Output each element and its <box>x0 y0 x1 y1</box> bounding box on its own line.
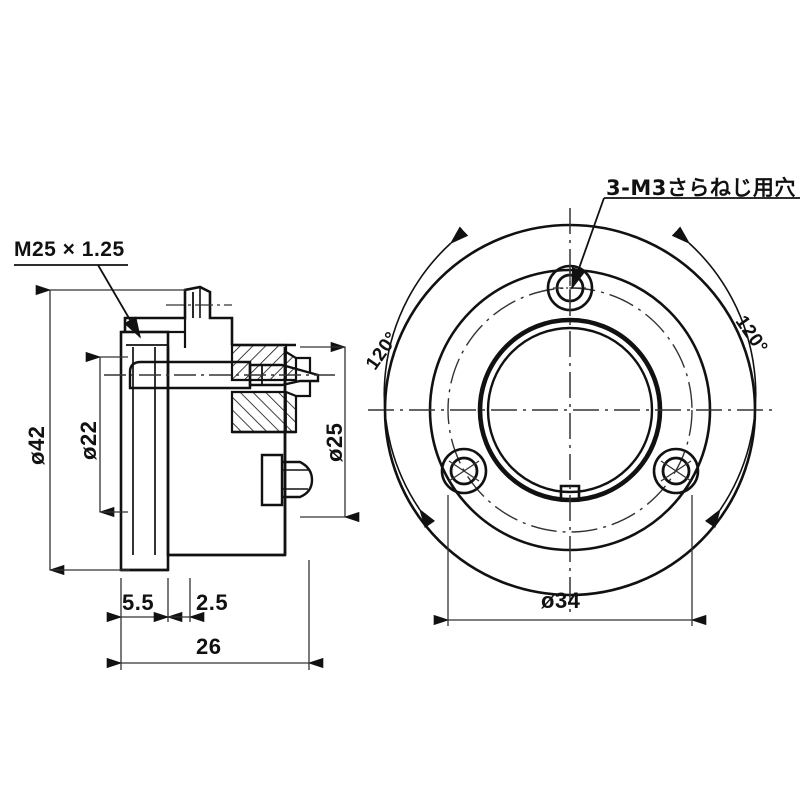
screw-hole-note-label: 3-M3さらねじ用穴 <box>606 176 796 200</box>
dim-label-bolt-circle: ø34 <box>541 588 581 613</box>
dim-label-thread-diameter: ø25 <box>322 422 347 462</box>
thread-spec-label: M25 × 1.25 <box>14 238 125 261</box>
dim-label-step-b: 2.5 <box>196 590 229 615</box>
hatch-lower-step <box>296 382 312 398</box>
hatch-upper-step <box>296 356 312 372</box>
angle-arc-right <box>671 226 757 529</box>
screw-hole-lower-left <box>440 447 488 495</box>
cross-section-view-geometry <box>119 285 320 572</box>
dimension-lines-section <box>35 284 360 670</box>
dimension-lines-front <box>433 495 707 626</box>
leader-thread-spec <box>14 264 141 339</box>
lower-key-tip <box>282 460 314 499</box>
section-hatch-lower <box>230 390 298 434</box>
flange-plate-outline <box>119 330 170 572</box>
screw-hole-lower-right <box>652 447 700 495</box>
dim-label-inner-diameter: ø22 <box>76 420 101 460</box>
leader-screw-note <box>571 197 800 290</box>
dim-label-step-a: 5.5 <box>122 590 155 615</box>
angle-arc-left <box>383 226 469 529</box>
bore-inner-circle <box>486 326 654 494</box>
lower-key-block <box>260 453 284 507</box>
dim-label-outer-diameter: ø42 <box>24 425 49 465</box>
front-view-centerlines <box>368 208 772 612</box>
thread-boss-outline <box>123 285 234 345</box>
angle-arcs <box>383 226 757 529</box>
dim-label-overall-length: 26 <box>196 634 222 659</box>
